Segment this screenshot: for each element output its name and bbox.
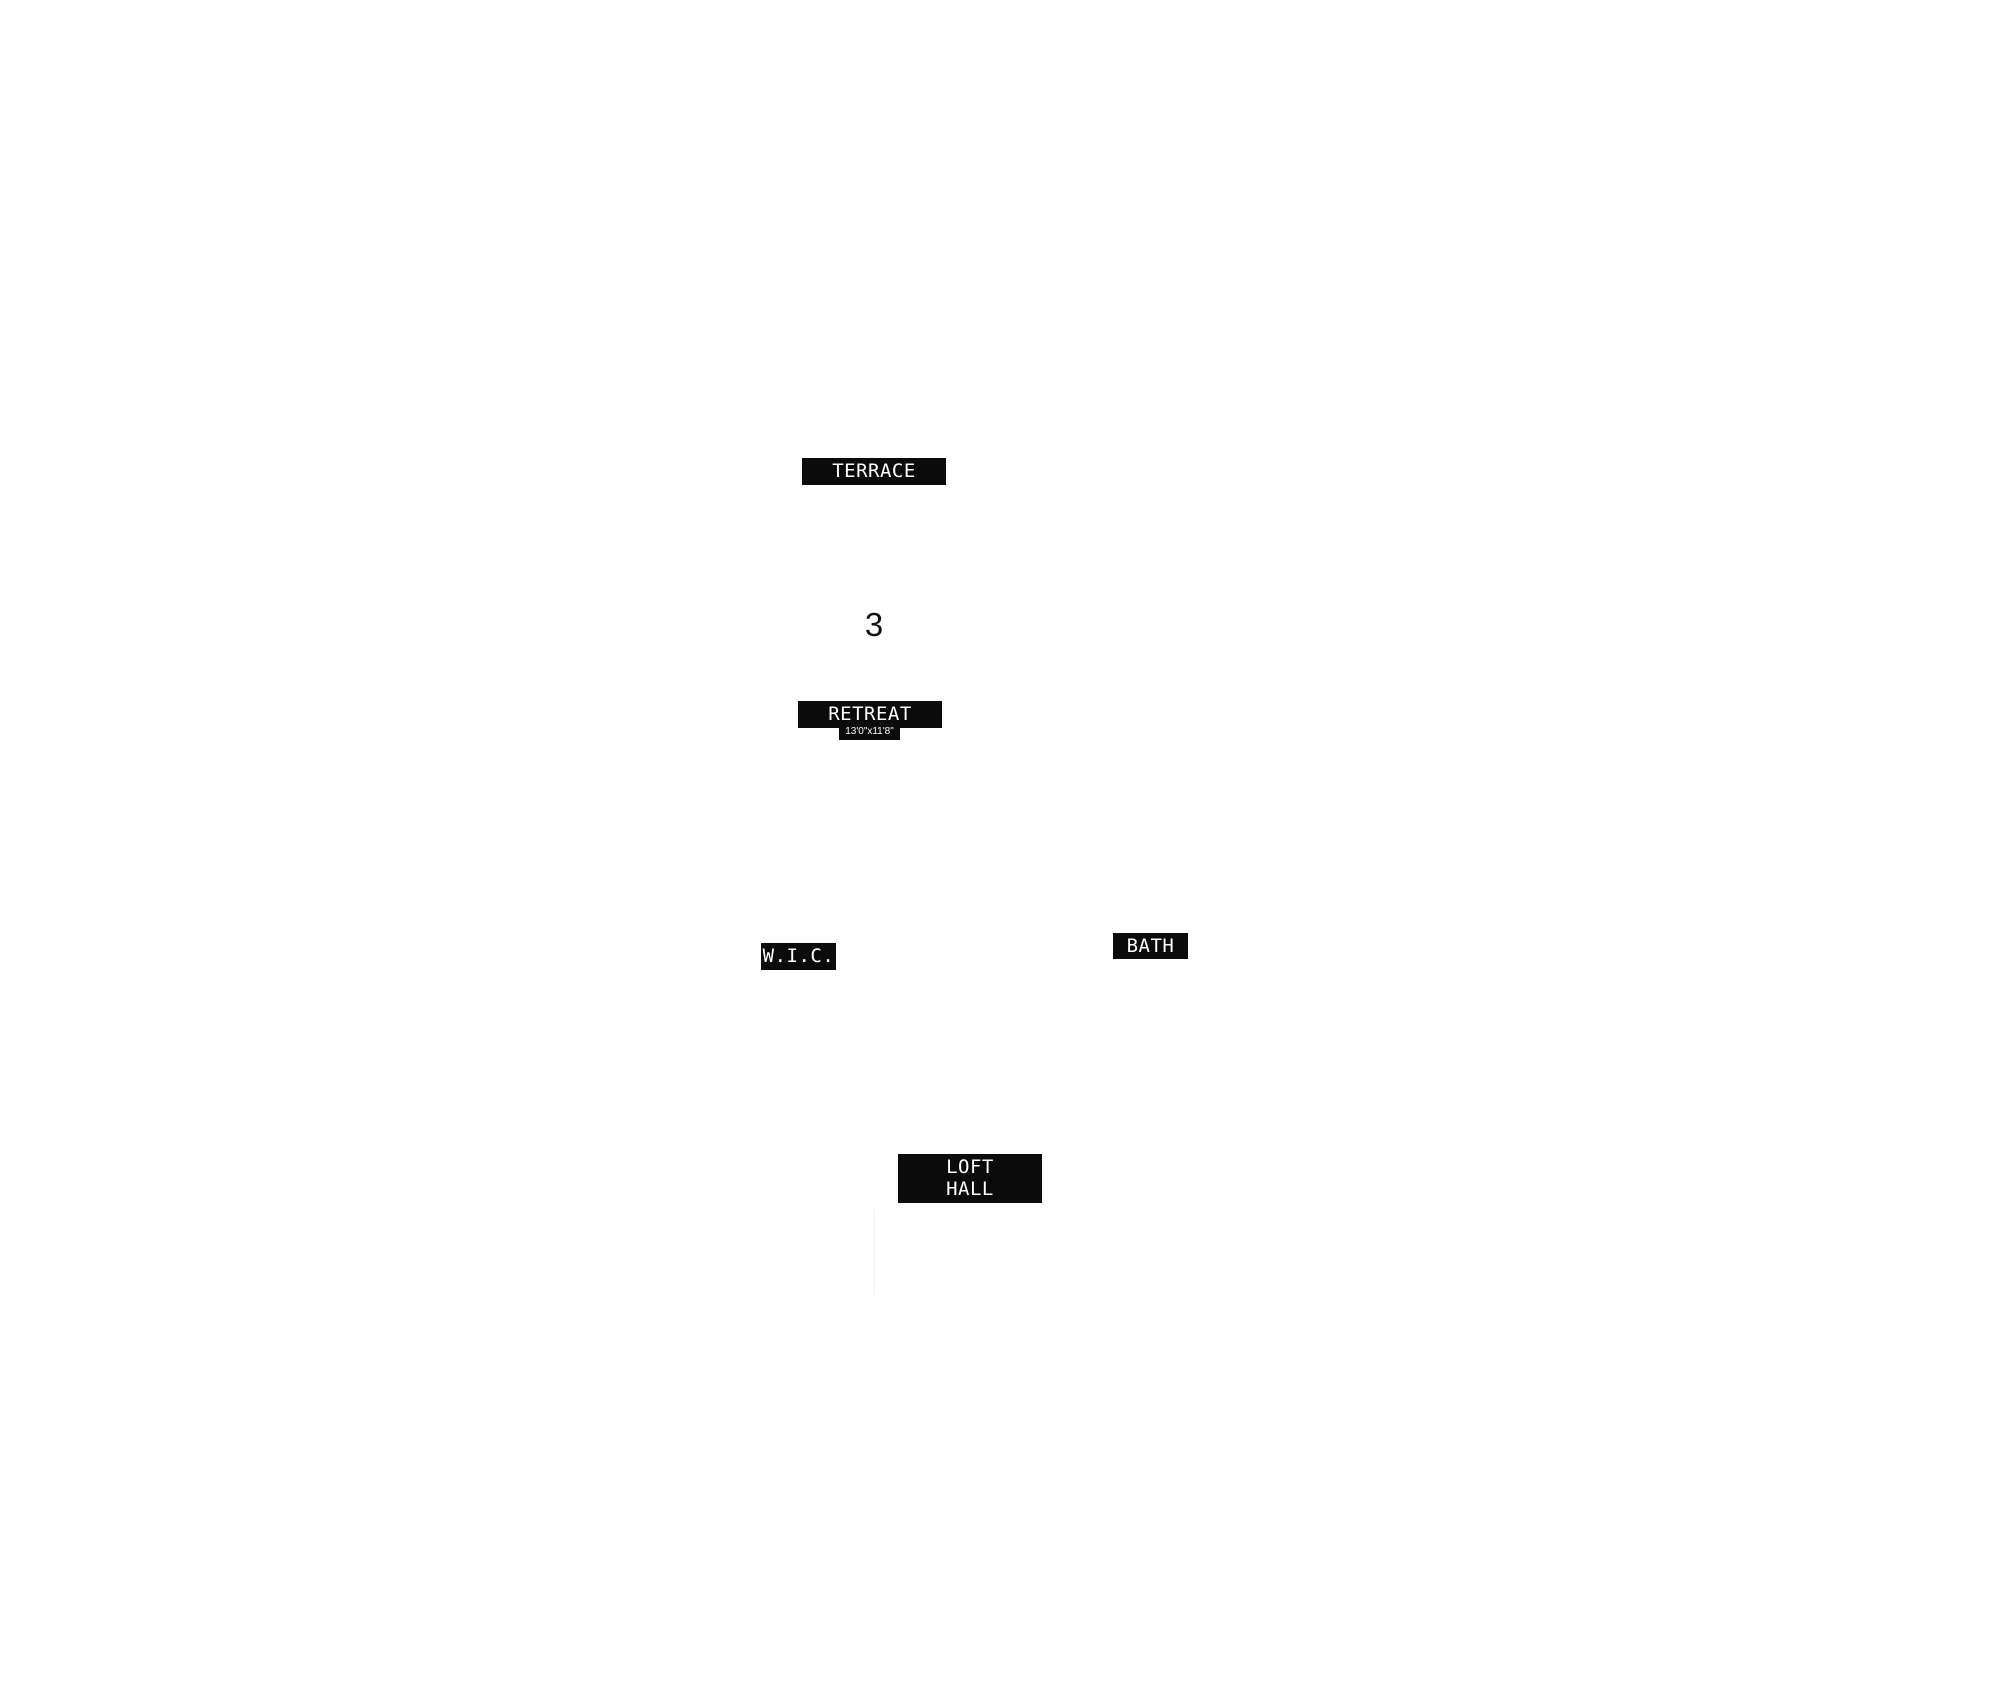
wic-label: W.I.C. <box>761 943 836 970</box>
retreat-dimensions: 13'0"x11'8" <box>839 725 900 740</box>
retreat-label: RETREAT <box>798 701 942 728</box>
bath-label: BATH <box>1113 933 1188 959</box>
loft-hall-label: LOFT HALL <box>898 1154 1042 1203</box>
terrace-label: TERRACE <box>802 458 946 485</box>
level-number: 3 <box>864 606 884 643</box>
wall-line <box>874 1210 875 1295</box>
